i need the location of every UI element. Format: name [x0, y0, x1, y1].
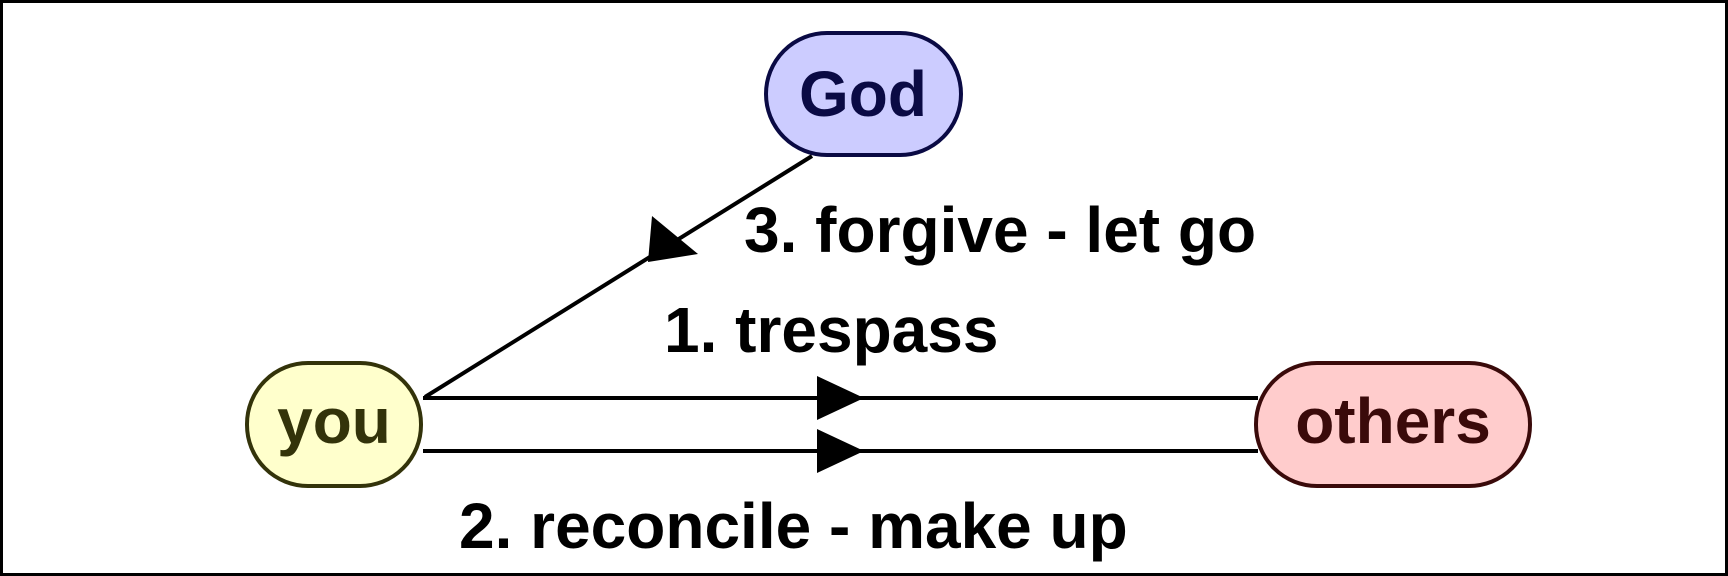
node-others: others	[1254, 361, 1532, 488]
node-others-shape	[1254, 361, 1532, 488]
edge-reconcile	[423, 429, 1258, 473]
node-god-shape	[764, 31, 963, 157]
edge-forgive-arrowhead	[648, 216, 698, 262]
node-god: God	[764, 31, 963, 157]
node-you-label: you	[277, 385, 391, 457]
node-others-label: others	[1295, 385, 1491, 457]
edge-trespass-arrowhead	[817, 376, 864, 420]
node-you-shape	[245, 361, 423, 488]
edge-trespass	[423, 376, 1258, 420]
edge-forgive-label: 3. forgive - let go	[744, 194, 1256, 266]
edge-forgive	[423, 154, 814, 399]
edge-trespass-label: 1. trespass	[664, 294, 998, 366]
edge-reconcile-arrowhead	[817, 429, 864, 473]
edge-reconcile-label: 2. reconcile - make up	[459, 490, 1128, 562]
edge-forgive-line	[423, 154, 814, 399]
node-you: you	[245, 361, 423, 488]
node-god-label: God	[799, 58, 927, 130]
